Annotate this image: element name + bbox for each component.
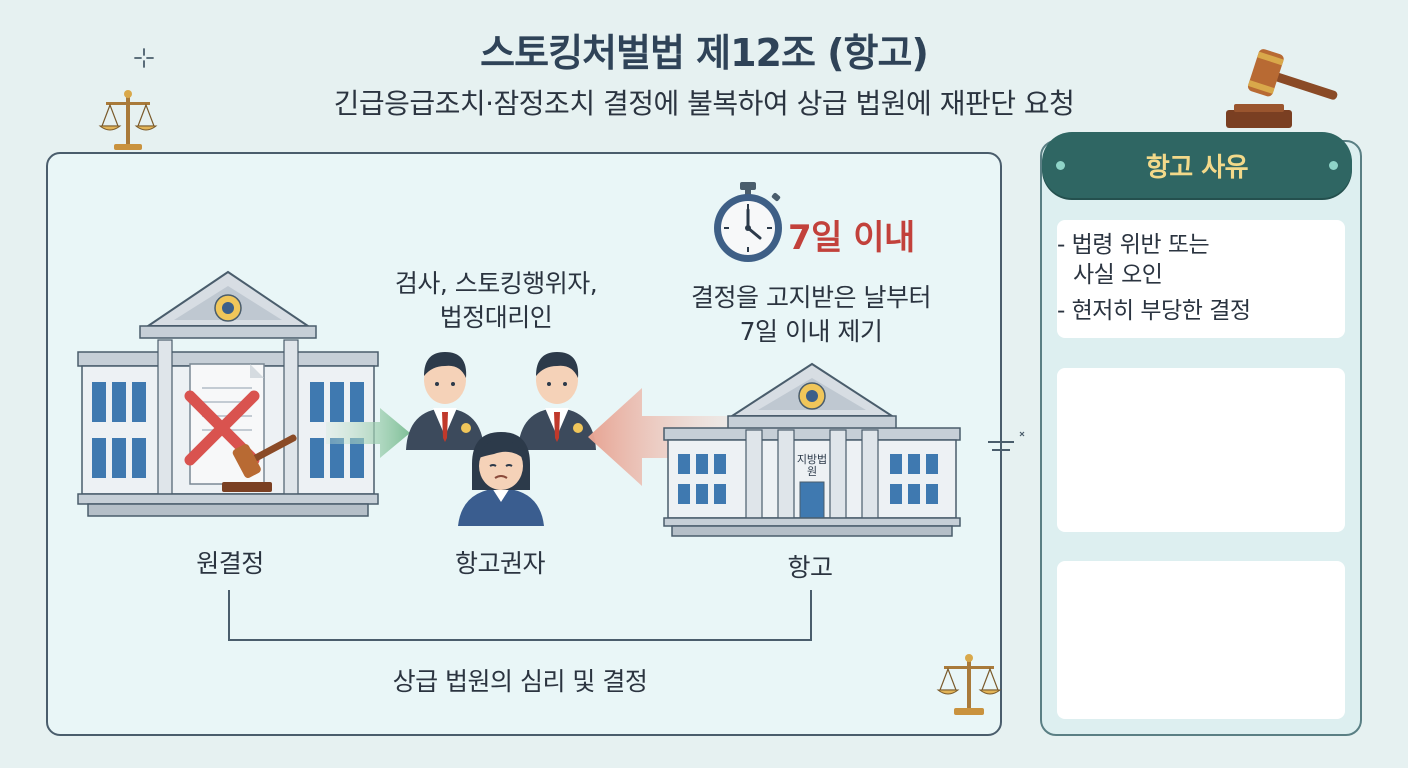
header-dot-left bbox=[1056, 161, 1065, 170]
reason-card-3 bbox=[1057, 561, 1345, 719]
higher-court-review-label: 상급 법원의 심리 및 결정 bbox=[392, 667, 648, 696]
court-sign: 지방법원 bbox=[796, 453, 828, 478]
reasons-header: 항고 사유 bbox=[1042, 132, 1352, 198]
lawyer-figure-icon bbox=[518, 352, 596, 450]
page-title: 스토킹처벌법 제12조 (항고) bbox=[480, 31, 929, 75]
appeal-label: 항고 bbox=[787, 553, 833, 582]
reason-card-1: - 법령 위반 또는 사실 오인 - 현저히 부당한 결정 bbox=[1057, 220, 1345, 338]
stopwatch-icon bbox=[714, 182, 782, 262]
appellant-label: 항고권자 bbox=[454, 549, 546, 578]
reasons-title: 항고 사유 bbox=[1145, 152, 1249, 183]
header-dot-right bbox=[1329, 161, 1338, 170]
scales-of-justice-icon bbox=[936, 654, 1002, 715]
reason-item-1-line1: - 법령 위반 또는 bbox=[1057, 232, 1210, 258]
connector-mark bbox=[988, 431, 1025, 451]
reason-card-2 bbox=[1057, 368, 1345, 532]
original-court-building-icon bbox=[77, 270, 379, 517]
deadline-badge: 7일 이내 bbox=[788, 218, 915, 258]
sparkle-icon bbox=[134, 48, 154, 68]
higher-court-building-icon bbox=[663, 362, 961, 537]
guardian-figure-icon bbox=[458, 432, 544, 526]
reason-item-2-line1: - 현저히 부당한 결정 bbox=[1057, 298, 1251, 324]
prosecutor-figure-icon bbox=[406, 352, 484, 450]
scales-of-justice-icon bbox=[98, 90, 158, 150]
review-bracket bbox=[228, 590, 812, 641]
reason-item-1-line2: 사실 오인 bbox=[1073, 262, 1163, 288]
arrow-from-appeal-court bbox=[588, 388, 736, 486]
original-decision-label: 원결정 bbox=[196, 549, 264, 578]
deadline-desc-line2: 7일 이내 제기 bbox=[739, 317, 883, 346]
gavel-icon bbox=[1226, 49, 1338, 128]
deadline-desc-line1: 결정을 고지받은 날부터 bbox=[691, 283, 931, 312]
arrow-to-appellants bbox=[326, 408, 410, 458]
appellants-label-line1: 검사, 스토킹행위자, bbox=[394, 269, 598, 298]
appellants-label-line2: 법정대리인 bbox=[439, 303, 553, 332]
page-subtitle: 긴급응급조치·잠정조치 결정에 불복하여 상급 법원에 재판단 요청 bbox=[333, 87, 1075, 120]
